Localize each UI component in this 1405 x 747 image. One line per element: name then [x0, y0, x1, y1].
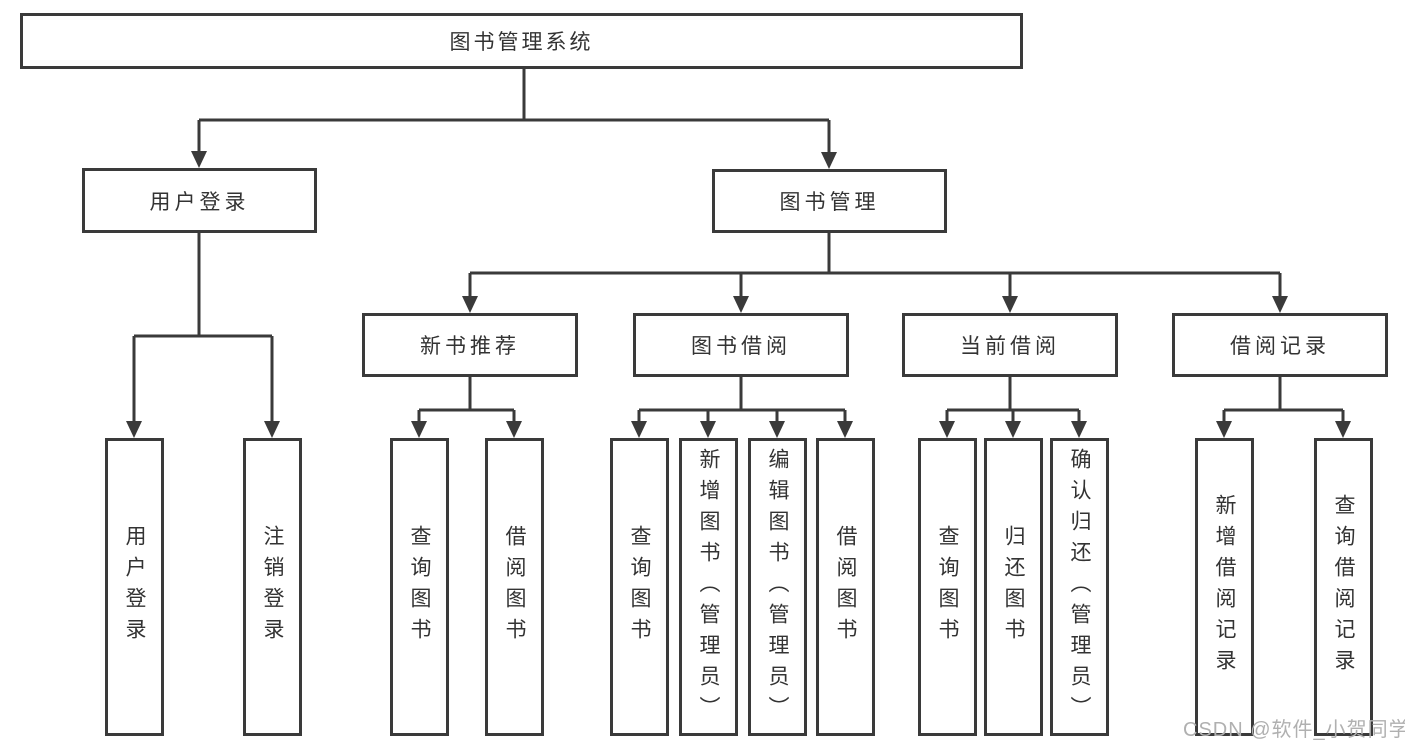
connector-borrow-children: [631, 377, 853, 438]
leaf-borrow-borrow-books: 借阅图书: [816, 438, 875, 736]
connector-root-to-level1: [191, 67, 837, 169]
node-book-management: 图书管理: [712, 169, 947, 233]
leaf-user-login: 用户登录: [105, 438, 164, 736]
node-current-borrow: 当前借阅: [902, 313, 1118, 377]
leaf-records-add-record: 新增借阅记录: [1195, 438, 1254, 736]
node-book-borrow: 图书借阅: [633, 313, 849, 377]
leaf-logout-login: 注销登录: [243, 438, 302, 736]
leaf-current-confirm-return-admin: 确认归还（管理员）: [1050, 438, 1109, 736]
node-root-system: 图书管理系统: [20, 13, 1023, 69]
leaf-newbook-borrow-books: 借阅图书: [485, 438, 544, 736]
node-new-book-recommend: 新书推荐: [362, 313, 578, 377]
leaf-borrow-query-books: 查询图书: [610, 438, 669, 736]
node-user-login: 用户登录: [82, 168, 317, 233]
csdn-watermark: CSDN @软件_小贺同学: [1183, 719, 1405, 741]
connector-current-children: [939, 377, 1087, 438]
connector-newbook-children: [411, 377, 522, 438]
leaf-newbook-query-books: 查询图书: [390, 438, 449, 736]
connector-userlogin-children: [126, 233, 280, 438]
leaf-current-return-books: 归还图书: [984, 438, 1043, 736]
leaf-borrow-add-books-admin: 新增图书（管理员）: [679, 438, 738, 736]
node-borrow-records: 借阅记录: [1172, 313, 1388, 377]
leaf-records-query-record: 查询借阅记录: [1314, 438, 1373, 736]
connector-bookmgmt-children: [462, 233, 1288, 313]
connector-records-children: [1216, 377, 1351, 438]
leaf-current-query-books: 查询图书: [918, 438, 977, 736]
leaf-borrow-edit-books-admin: 编辑图书（管理员）: [748, 438, 807, 736]
